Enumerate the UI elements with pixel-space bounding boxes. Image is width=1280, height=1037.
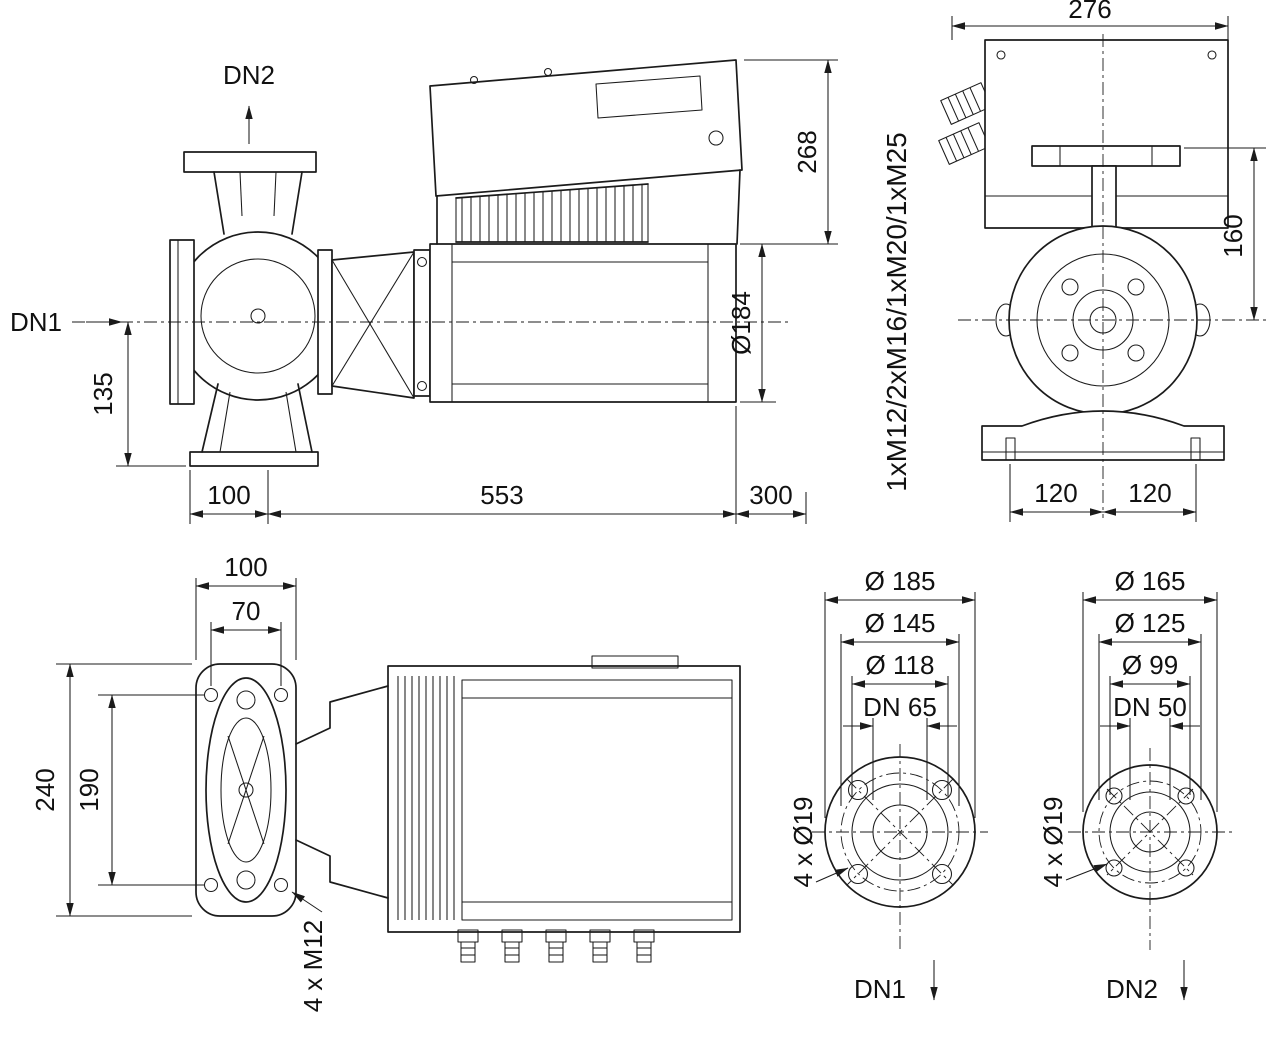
dn2-raised-face-label: Ø 99 [1122,650,1178,680]
dn1-outer-dia-label: Ø 185 [865,566,936,596]
casing-neck-top [295,685,389,899]
cable-glands-front [938,82,993,165]
dn2-port-label: DN2 [223,60,275,90]
dn2-nominal-label: DN 50 [1113,692,1187,722]
dn2-outer-dia-label: Ø 165 [1115,566,1186,596]
dim-276-label: 276 [1068,0,1111,24]
cable-glands-top [457,929,655,963]
dn1-nominal-label: DN 65 [863,692,937,722]
flange-dn1-view: Ø 185 Ø 145 Ø 118 DN 65 4 x Ø19 DN1 [788,566,988,1004]
electronics-module [429,59,743,245]
dn1-bolt-circle-label: Ø 145 [865,608,936,638]
motor-top [387,655,741,933]
motor-body [429,243,737,403]
flange-dn2-view: Ø 165 Ø 125 Ø 99 DN 50 4 x Ø19 DN2 [1038,566,1232,1004]
side-view: DN2 DN1 135 100 553 300 268 Ø184 [10,59,838,524]
discharge-flange-front [1031,145,1181,231]
dim-268-label: 268 [792,130,822,173]
gland-sizes-label: 1xM12/2xM16/1xM20/1xM25 [881,132,912,492]
heatsink-fins [455,183,649,243]
dim-100-label: 100 [207,480,250,510]
dn2-bolt-circle-label: Ø 125 [1115,608,1186,638]
dim-190-label: 190 [74,768,104,811]
volute-top [205,677,287,903]
dim-120-right-label: 120 [1128,478,1171,508]
dim-300-label: 300 [749,480,792,510]
dn1-port-label: DN1 [10,307,62,337]
dim-120-left-label: 120 [1034,478,1077,508]
dn1-bolt-holes-label: 4 x Ø19 [788,796,818,887]
base-plate-top [195,663,297,917]
dim-553-label: 553 [480,480,523,510]
dn2-bolt-holes-label: 4 x Ø19 [1038,796,1068,887]
support-foot [189,383,319,467]
front-view: 276 160 120 120 1xM12/2xM16/1xM20/1xM25 [881,0,1266,522]
front-view-dimensions: 276 160 120 120 1xM12/2xM16/1xM20/1xM25 [881,0,1266,522]
top-view: 100 70 240 190 4 x M12 [30,552,741,1012]
dn1-raised-face-label: Ø 118 [866,650,935,680]
volute-casing [173,231,343,401]
discharge-flange [183,151,317,235]
dim-240-label: 240 [30,768,60,811]
dn2-flange-port-label: DN2 [1106,974,1158,1004]
dim-d184-label: Ø184 [726,291,756,355]
dim-70-label: 70 [232,596,261,626]
dim-135-label: 135 [88,372,118,415]
dim-100-top-label: 100 [224,552,267,582]
side-view-dimensions: 135 100 553 300 268 Ø184 [88,59,838,524]
dn1-flange-port-label: DN1 [854,974,906,1004]
dim-160-label: 160 [1218,214,1248,257]
flange-dn2-dimensions: Ø 165 Ø 125 Ø 99 DN 50 4 x Ø19 DN2 [1038,566,1218,1004]
base-bolts-label: 4 x M12 [298,920,328,1013]
lantern-bracket [317,249,431,399]
flange-dn1-dimensions: Ø 185 Ø 145 Ø 118 DN 65 4 x Ø19 DN1 [788,566,976,1004]
top-view-dimensions: 100 70 240 190 4 x M12 [30,552,328,1012]
